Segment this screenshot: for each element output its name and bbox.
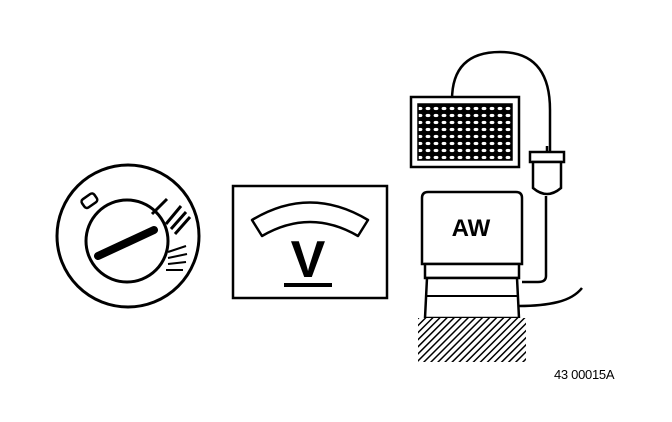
mounting-surface (418, 318, 526, 362)
probe-cable-icon (518, 287, 583, 308)
tester-bulb-cable (522, 196, 548, 284)
voltmeter-frame (231, 184, 389, 300)
ignition-switch-icon (55, 163, 201, 309)
tester-body (420, 190, 524, 266)
switch-position-marker-2 (166, 245, 188, 271)
tester-label: AW (452, 215, 491, 242)
tester-lamp-panel (409, 95, 521, 169)
voltmeter-scale-arc (250, 201, 370, 238)
switch-position-marker-0 (80, 192, 99, 210)
tester-base (423, 276, 521, 320)
tester-loop-cable (450, 50, 552, 152)
tester-collar (423, 262, 521, 280)
switch-detent-line (150, 197, 169, 216)
test-lamp-icon (528, 146, 566, 196)
switch-key-slot (94, 226, 158, 260)
figure-reference-code: 43 00015A (554, 367, 615, 382)
voltmeter-symbol: V (291, 231, 326, 289)
tester-icon: AW (409, 50, 583, 362)
switch-position-marker-1 (164, 205, 192, 235)
voltmeter-icon: V (231, 184, 389, 300)
